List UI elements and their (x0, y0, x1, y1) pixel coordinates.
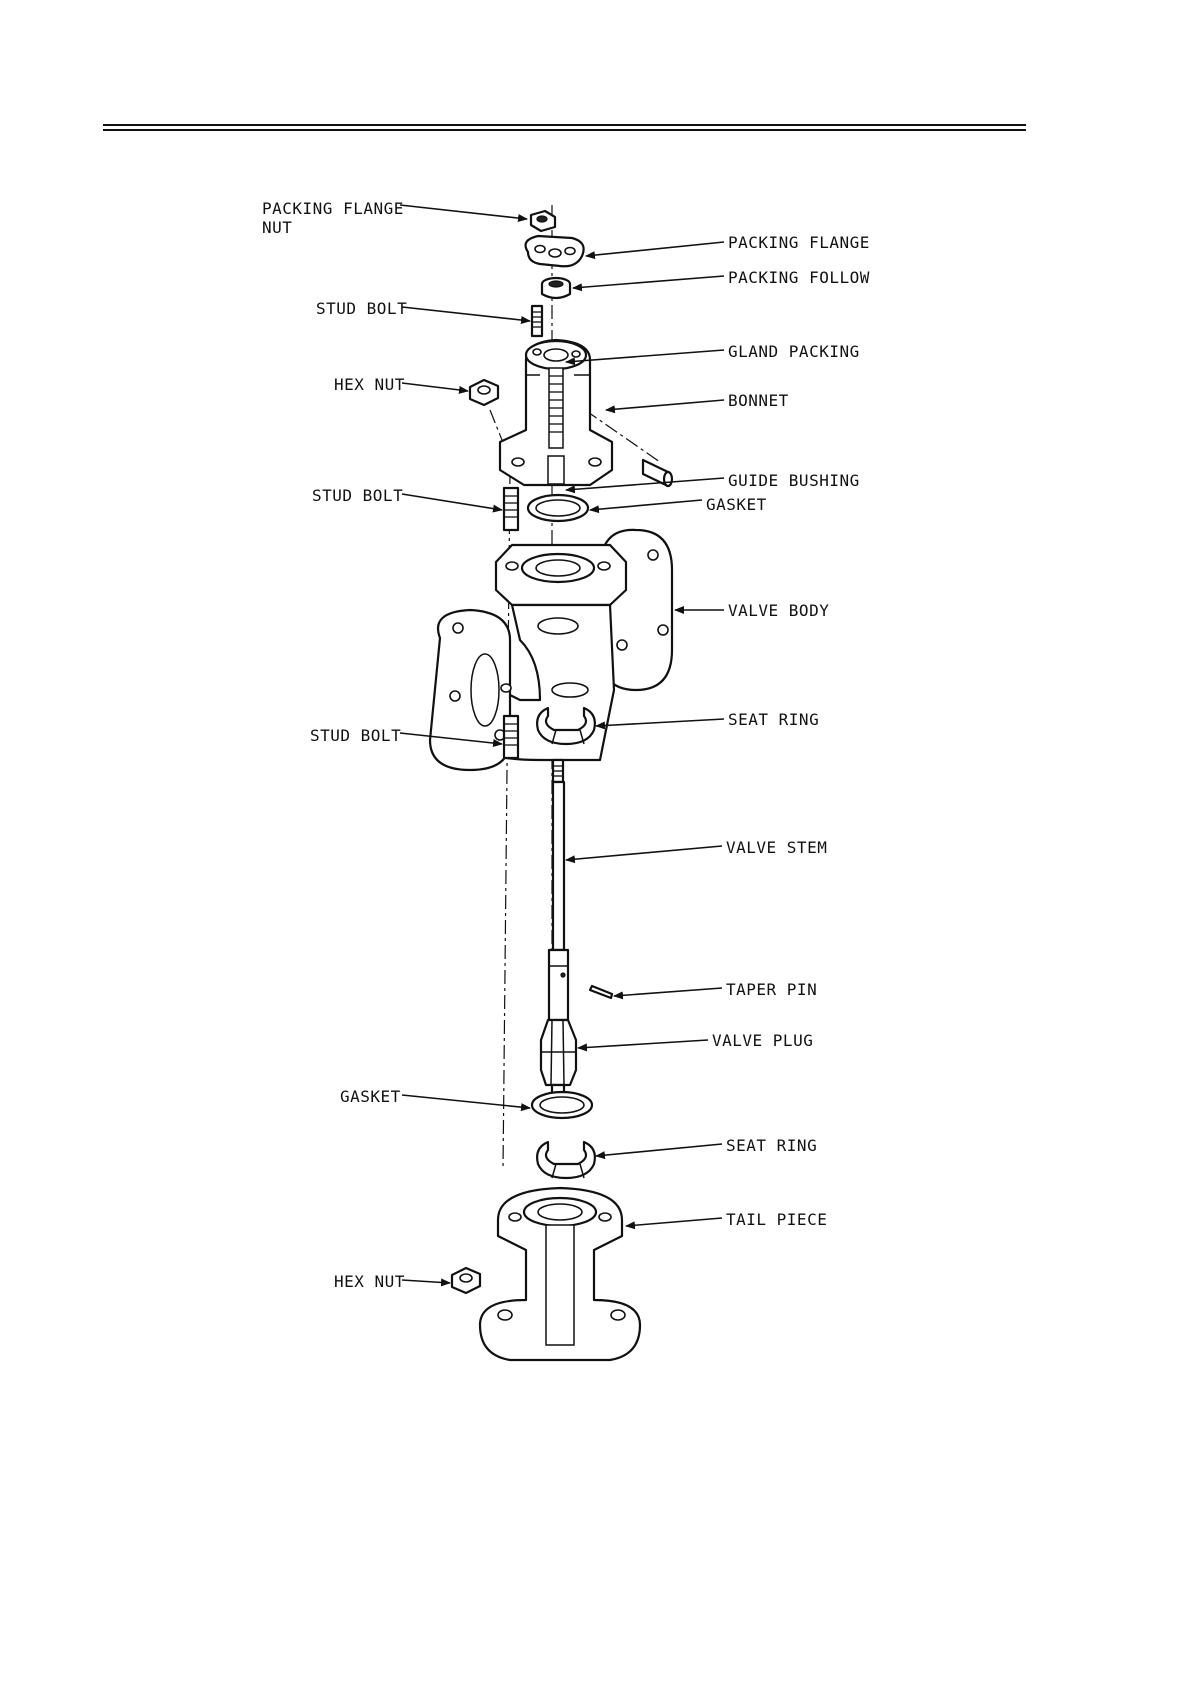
leader-hex-nut-top (402, 383, 468, 391)
label-seat-ring-bottom: SEAT RING (726, 1136, 817, 1155)
label-taper-pin: TAPER PIN (726, 980, 817, 999)
stud-bolt-top-part (532, 306, 542, 336)
leader-valve-plug (578, 1040, 708, 1048)
leader-gasket-bottom (402, 1095, 530, 1108)
label-valve-body: VALVE BODY (728, 601, 829, 620)
label-valve-plug: VALVE PLUG (712, 1031, 813, 1050)
label-seat-ring-top: SEAT RING (728, 710, 819, 729)
bonnet-part (500, 340, 612, 485)
leader-valve-stem (566, 846, 722, 860)
label-gland-packing: GLAND PACKING (728, 342, 860, 361)
leader-stud-bolt-top (402, 307, 530, 321)
leader-packing-flange (586, 242, 724, 256)
label-stud-bolt-mid: STUD BOLT (312, 486, 403, 505)
gasket-bottom-part (532, 1092, 592, 1118)
leader-seat-ring-top (596, 719, 724, 726)
seat-ring-bottom-part (537, 1142, 595, 1178)
label-packing-flange-nut-line2: NUT (262, 218, 292, 237)
label-packing-flange: PACKING FLANGE (728, 233, 870, 252)
packing-flange-part (526, 236, 584, 266)
packing-follow-part (542, 278, 570, 298)
label-stud-bolt-top: STUD BOLT (316, 299, 407, 318)
hex-nut-top-part (470, 380, 498, 405)
leader-seat-ring-bottom (596, 1144, 722, 1156)
leader-packing-flange-nut (400, 205, 527, 219)
label-hex-nut-top: HEX NUT (334, 375, 405, 394)
label-bonnet: BONNET (728, 391, 789, 410)
leader-bonnet (606, 400, 724, 410)
label-packing-follow: PACKING FOLLOW (728, 268, 870, 287)
valve-plug-part (541, 1020, 576, 1097)
leader-packing-follow (573, 276, 724, 288)
stud-bolt-bottom-part (504, 716, 518, 758)
tail-piece-part (480, 1188, 640, 1360)
leader-stud-bolt-mid (402, 494, 502, 510)
leader-hex-nut-bottom (402, 1280, 450, 1283)
leader-taper-pin (614, 988, 722, 996)
label-valve-stem: VALVE STEM (726, 838, 827, 857)
gasket-top-part (528, 495, 588, 521)
label-stud-bolt-bottom: STUD BOLT (310, 726, 401, 745)
label-gasket-bottom: GASKET (340, 1087, 401, 1106)
taper-pin-part (590, 986, 612, 998)
packing-flange-nut-part (531, 211, 555, 231)
label-tail-piece: TAIL PIECE (726, 1210, 827, 1229)
stud-bolt-mid-part (504, 488, 518, 530)
label-gasket-top: GASKET (706, 495, 767, 514)
label-packing-flange-nut-line1: PACKING FLANGE (262, 199, 404, 218)
hex-nut-bottom-part (452, 1268, 480, 1293)
label-hex-nut-bottom: HEX NUT (334, 1272, 405, 1291)
leader-tail-piece (626, 1218, 722, 1226)
label-guide-bushing: GUIDE BUSHING (728, 471, 860, 490)
leader-gasket-top (590, 500, 702, 510)
